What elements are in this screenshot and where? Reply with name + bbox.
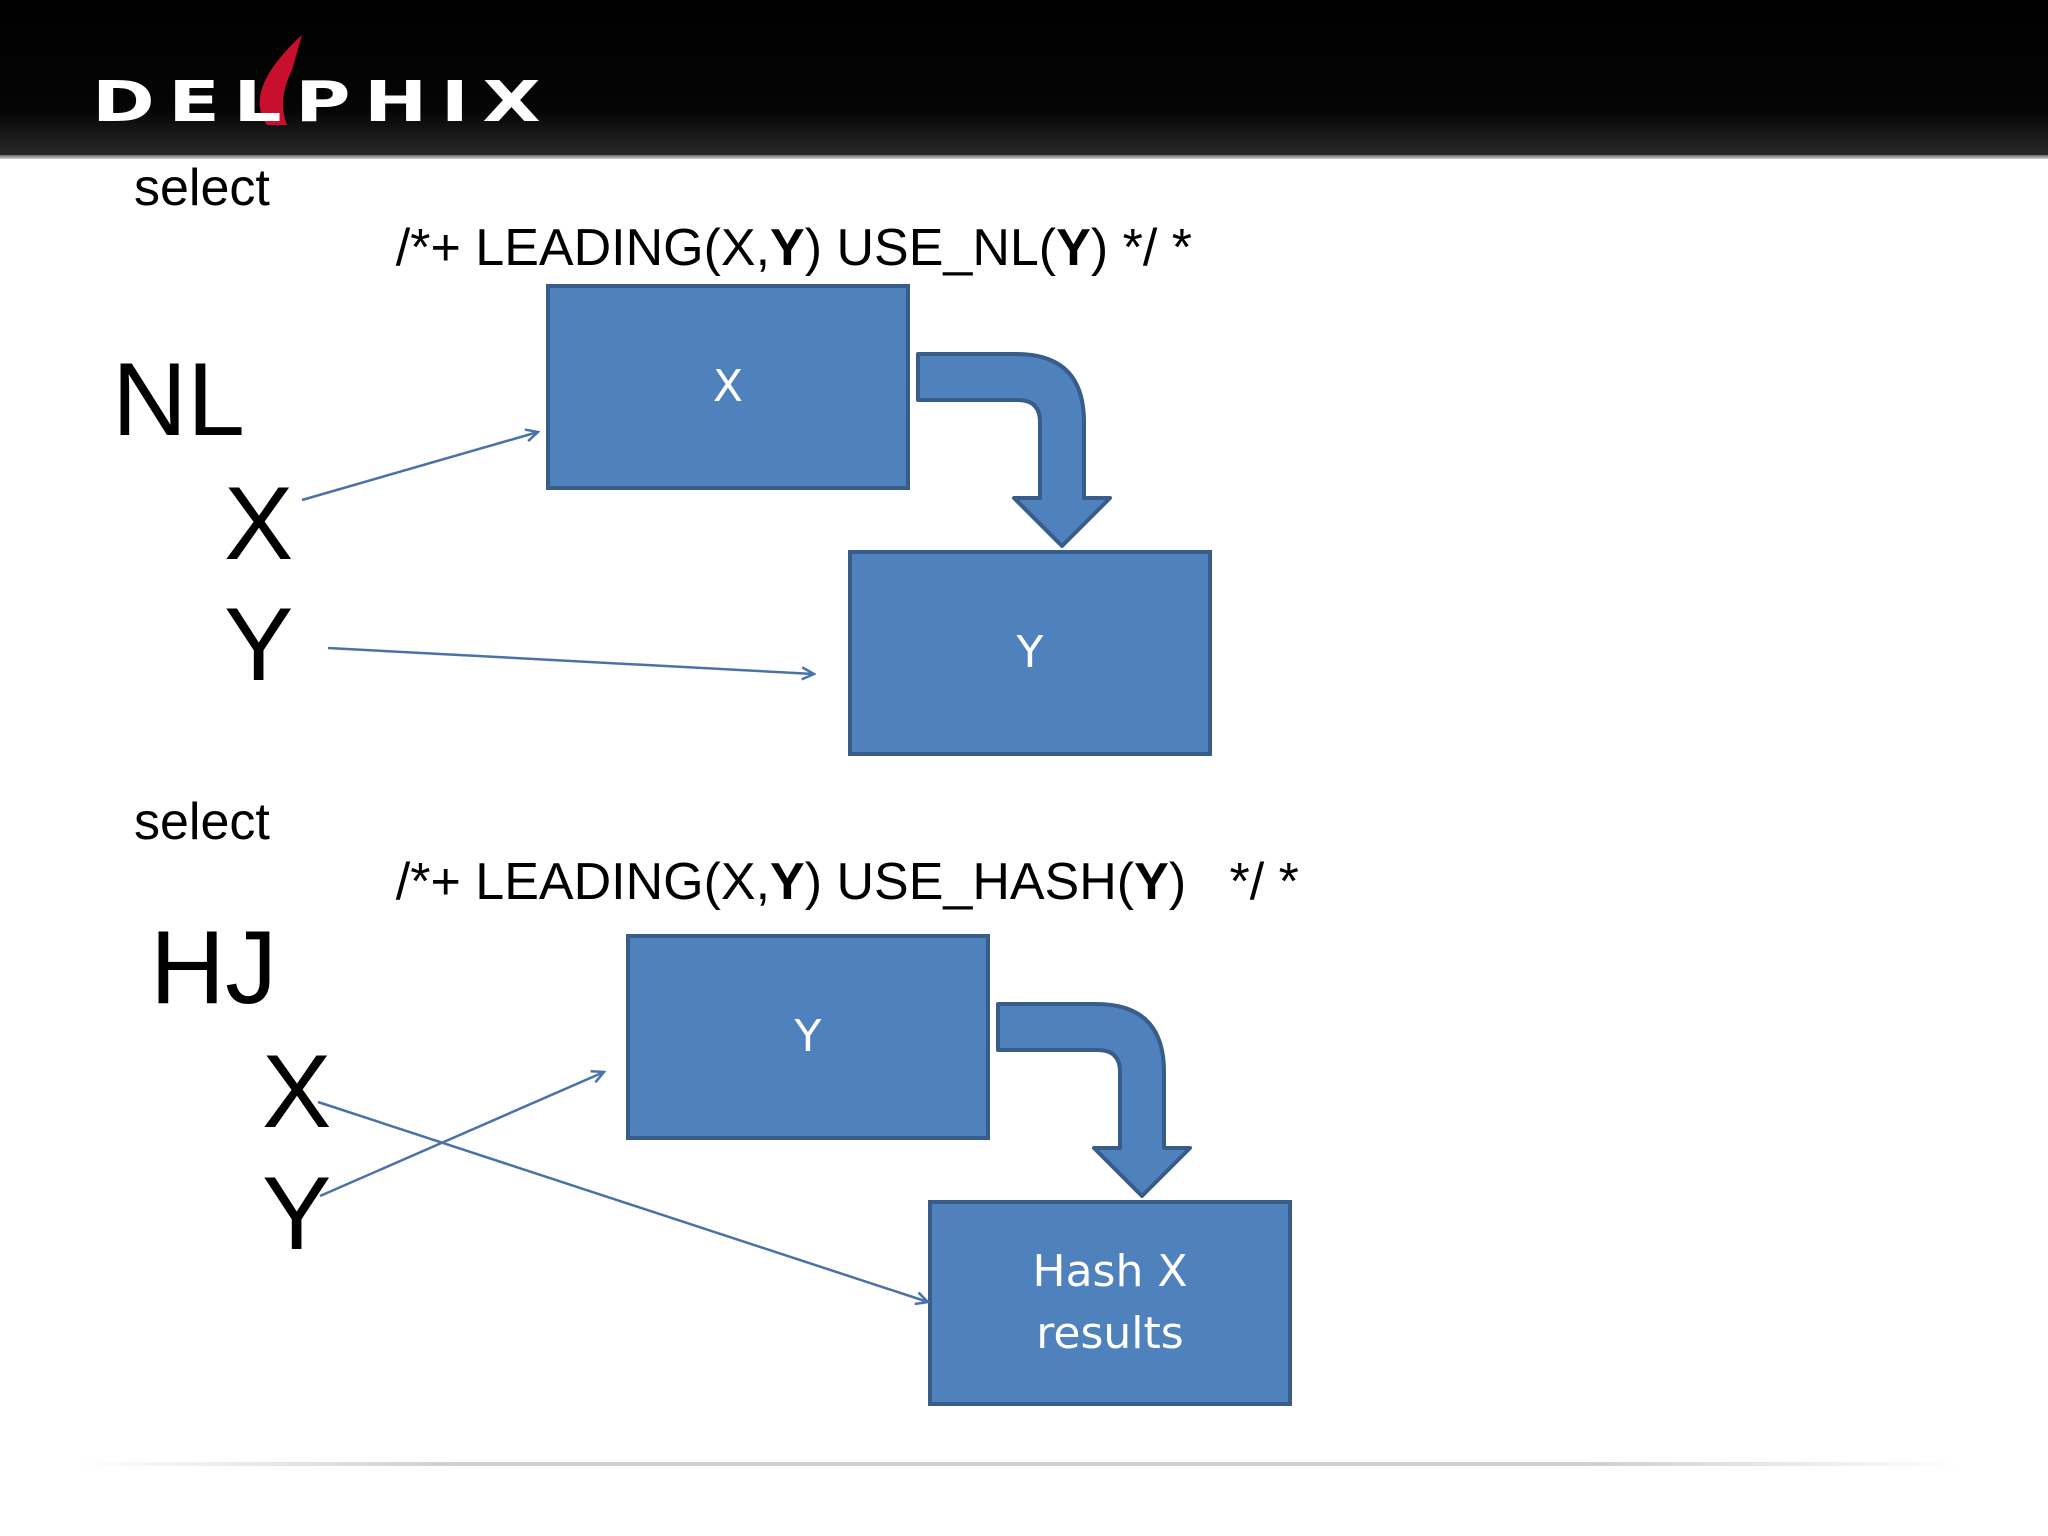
logo-swoosh-icon <box>259 35 302 125</box>
hj-join-label: HJ <box>150 910 278 1026</box>
header-bar <box>0 0 2048 157</box>
nl-hint-part: /*+ LEADING(X, <box>395 219 771 277</box>
nl-sql-keyword: select <box>134 159 270 217</box>
hj-hint-part: ) */ * <box>1168 853 1299 911</box>
hj-hint-part-bold: Y <box>770 853 805 911</box>
nl-box-bottom: Y <box>848 550 1212 756</box>
hj-y-arrow <box>319 1072 604 1198</box>
hj-x-arrow <box>317 1100 928 1302</box>
footer-divider <box>80 1462 1960 1466</box>
hj-hint-part: /*+ LEADING(X, <box>395 853 771 911</box>
nl-box-bottom-label: Y <box>1016 627 1044 679</box>
nl-flow-arrow-icon <box>916 352 1112 548</box>
delphix-logo: DELPHIX <box>92 30 541 135</box>
header-divider <box>0 155 2048 159</box>
hj-hint: /*+ LEADING(X,Y) USE_HASH(Y) */ * <box>338 792 1299 972</box>
hj-table-y-label: Y <box>262 1156 332 1272</box>
nl-hint-part: ) USE_NL( <box>804 219 1057 277</box>
hj-box-bottom-label: Hash X results <box>1032 1246 1188 1359</box>
hj-hint-part-bold: Y <box>1134 853 1169 911</box>
nl-table-y-label: Y <box>224 587 294 703</box>
hj-hint-part: ) USE_HASH( <box>804 853 1135 911</box>
hj-sql-line: select /*+ LEADING(X,Y) USE_HASH(Y) */ * <box>134 792 1334 911</box>
nl-join-label: NL <box>112 342 245 458</box>
hj-box-top: Y <box>626 934 990 1140</box>
nl-hint-part-bold: Y <box>1056 219 1091 277</box>
nl-x-arrow <box>301 432 538 502</box>
hj-table-x-label: X <box>262 1034 332 1150</box>
nl-box-top: X <box>546 284 910 490</box>
hj-box-top-label: Y <box>794 1011 822 1063</box>
hj-box-bottom: Hash X results <box>928 1200 1292 1406</box>
nl-table-x-label: X <box>224 466 294 582</box>
hj-sql-keyword: select <box>134 793 270 851</box>
nl-box-top-label: X <box>712 361 744 413</box>
nl-hint: /*+ LEADING(X,Y) USE_NL(Y) */ * <box>338 158 1192 338</box>
logo-text: DELPHIX <box>92 70 555 135</box>
nl-hint-part: ) */ * <box>1090 219 1192 277</box>
hj-flow-arrow-icon <box>996 1002 1192 1198</box>
nl-hint-part-bold: Y <box>770 219 805 277</box>
nl-y-arrow <box>327 646 814 674</box>
nl-sql-line: select /*+ LEADING(X,Y) USE_NL(Y) */ * <box>134 158 1234 277</box>
